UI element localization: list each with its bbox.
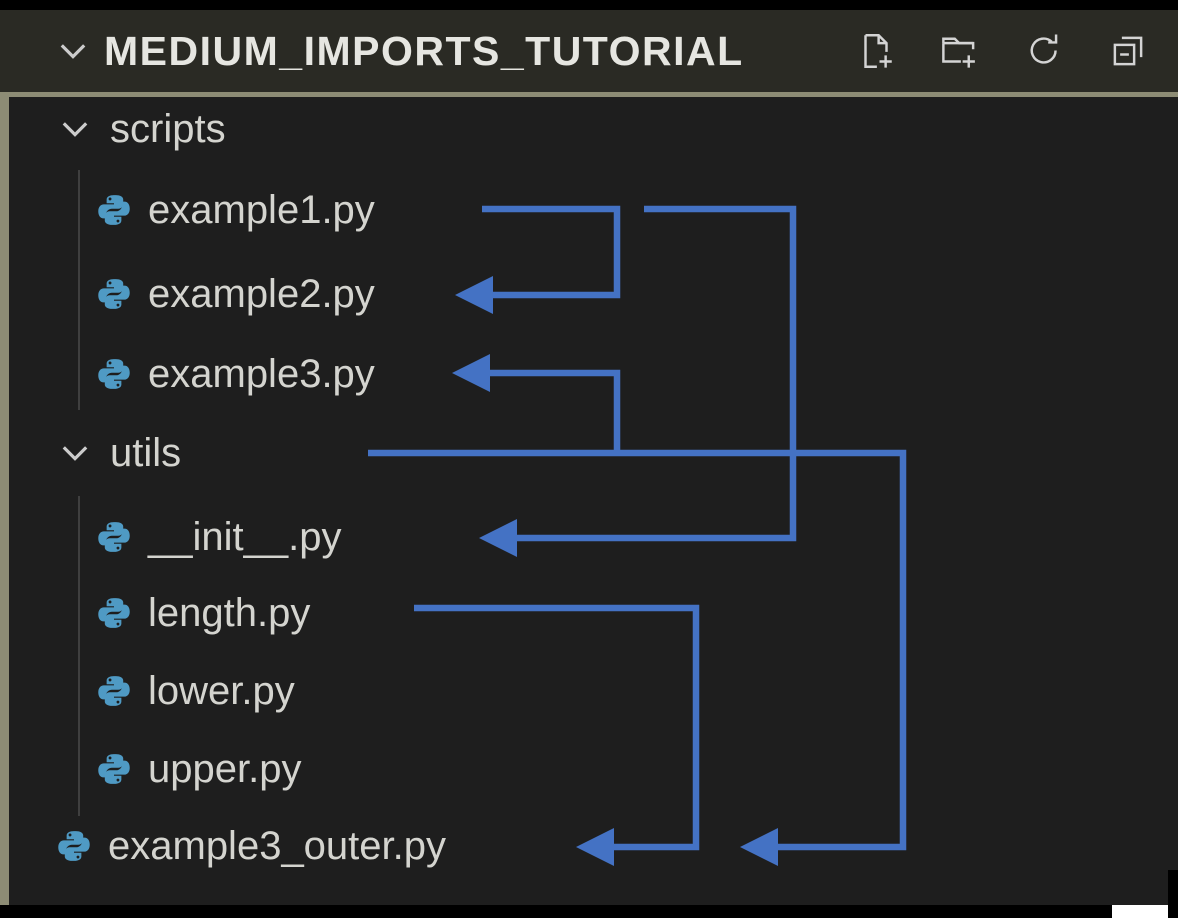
collapse-folders-button[interactable] (1104, 27, 1152, 75)
tree-item-label: length.py (148, 590, 311, 635)
tree-item-label: lower.py (148, 668, 295, 713)
tree-item-length-py[interactable]: length.py (96, 584, 310, 642)
tree-item-scripts[interactable]: scripts (56, 100, 226, 158)
chevron-down-icon (56, 434, 94, 472)
indent-guide (78, 496, 80, 816)
top-border (0, 0, 1178, 10)
tree-item-init-py[interactable]: __init__.py (96, 508, 341, 566)
tree-item-example1-py[interactable]: example1.py (96, 181, 375, 239)
tree-item-upper-py[interactable]: upper.py (96, 740, 301, 798)
tree-item-label: example2.py (148, 271, 375, 316)
project-title: MEDIUM_IMPORTS_TUTORIAL (104, 27, 744, 74)
python-file-icon (96, 519, 132, 555)
right-edge (1168, 870, 1178, 918)
python-file-icon (96, 276, 132, 312)
header-action-buttons (852, 27, 1152, 75)
python-file-icon (56, 828, 92, 864)
tree-item-example2-py[interactable]: example2.py (96, 265, 375, 323)
tree-item-label: utils (110, 430, 182, 475)
new-folder-icon (942, 37, 975, 68)
tree-item-utils[interactable]: utils (56, 424, 181, 482)
bottom-border (0, 905, 1112, 918)
python-file-icon (96, 595, 132, 631)
tree-item-lower-py[interactable]: lower.py (96, 662, 295, 720)
python-file-icon (96, 356, 132, 392)
refresh-icon (1030, 34, 1058, 64)
tree-item-label: example3.py (148, 351, 375, 396)
collapse-all-icon (1113, 36, 1143, 66)
tree-item-label: upper.py (148, 746, 302, 791)
tree-item-label: example3_outer.py (108, 823, 447, 868)
tree-item-example3-py[interactable]: example3.py (96, 345, 375, 403)
explorer-section-header[interactable]: MEDIUM_IMPORTS_TUTORIAL (0, 10, 1178, 92)
refresh-button[interactable] (1020, 27, 1068, 75)
new-file-button[interactable] (852, 27, 900, 75)
chevron-down-icon (54, 32, 92, 70)
indent-guide (78, 170, 80, 410)
python-file-icon (96, 192, 132, 228)
new-folder-button[interactable] (936, 27, 984, 75)
tree-item-example3-outer-py[interactable]: example3_outer.py (56, 817, 446, 875)
new-file-icon (864, 34, 892, 68)
python-file-icon (96, 673, 132, 709)
tree-item-label: example1.py (148, 187, 375, 232)
tree-item-label: __init__.py (148, 514, 342, 559)
chevron-down-icon (56, 110, 94, 148)
tree-item-label: scripts (110, 106, 226, 151)
python-file-icon (96, 751, 132, 787)
